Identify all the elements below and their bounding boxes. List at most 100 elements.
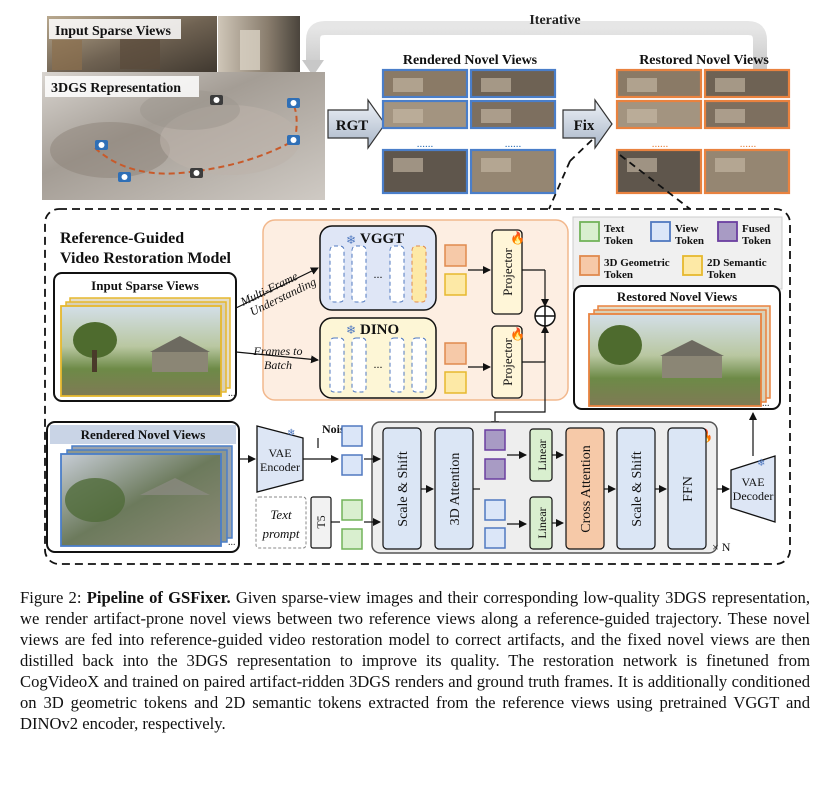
legend-swatch [579,221,600,242]
top-rendered-dots-left: ...... [417,138,434,150]
panel-restored-novel-views-label: Restored Novel Views [617,289,737,304]
legend-swatch [682,255,703,276]
vggt-encoder [319,225,437,311]
figure-caption: Figure 2: Pipeline of GSFixer. Given spa… [20,587,810,734]
iterative-loop-arrow [302,21,767,76]
restored-view-thumbnail-detail [715,109,745,123]
text-prompt-line1: Text [270,507,292,522]
legend-label: Token [707,269,736,281]
vae-encoder-snowflake-icon: ❄ [287,428,295,439]
rgt-arrow [327,98,386,150]
scale-shift-label-1: Scale & Shift [396,451,411,527]
cross-attention-label: Cross Attention [579,445,594,533]
dino-ellipsis: ... [374,357,383,371]
dino-label: DINO [360,322,399,338]
rgt-label: RGT [336,118,369,134]
linear-label-top: Linear [535,439,549,470]
restored-view-thumbnail-detail [715,78,745,92]
dino-projector-label: Projector [500,338,515,386]
dino-output-tokens [444,342,467,394]
model-title-line1: Reference-Guided [60,230,184,247]
caption-bold-title: Pipeline of GSFixer. [86,588,231,607]
restored-view-thumbnail-detail [627,109,657,123]
vae-decoder-label-line2: Decoder [733,489,774,503]
model-title-line2: Video Restoration Model [60,250,231,267]
legend-swatch [579,255,600,276]
text-prompt-box [255,496,307,549]
legend-label: 3D Geometric [604,257,670,269]
rendered-view-thumbnail-detail [393,109,423,123]
panel-input-sparse-views-label: Input Sparse Views [91,278,199,293]
restored-view-thumbnail-detail [627,78,657,92]
t5-label: T5 [314,515,328,528]
text-prompt-line2: prompt [261,526,299,541]
top-rendered-dots-right: ...... [505,138,522,150]
vae-decoder-snowflake-icon: ❄ [757,458,765,469]
restored-view-thumbnail-detail [627,158,657,172]
rendered-view-thumbnail-detail [393,78,423,92]
dino-projector-fire-icon: 🔥 [510,327,525,341]
vae-decoder-label-line1: VAE [741,475,764,489]
rendered-view-thumbnail-detail [393,158,423,172]
restored-novel-views-stack: ... [588,305,771,409]
vae-encoder-label-line2: Encoder [260,460,300,474]
input-sparse-views-label: Input Sparse Views [55,24,171,39]
ffn-block [667,427,707,550]
linear-label-bottom: Linear [535,507,549,538]
rendered-view-thumbnail [381,99,469,130]
legend-label: 2D Semantic [707,257,767,269]
svg-text:...: ... [228,388,236,399]
top-restored-dots-right: ...... [740,138,757,150]
vae-decoder [730,455,776,523]
fused-tokens [484,429,506,480]
dino-snowflake-icon: ❄ [346,323,356,337]
vggt-ellipsis: ... [374,267,383,281]
rendered-view-thumbnail [469,99,557,130]
legend-label: Token [742,235,771,247]
legend-label: Fused [742,223,770,235]
vggt-output-tokens [444,244,467,296]
camera-icons [95,95,300,182]
ffn-label: FFN [681,476,696,502]
vggt-projector [491,229,523,315]
representation-3dgs-label: 3DGS Representation [51,81,181,96]
svg-text:...: ... [228,537,236,548]
rendered-view-thumbnail-detail [481,109,511,123]
caption-body: Given sparse-view images and their corre… [20,588,811,733]
dino-encoder [319,317,437,399]
fix-arrow [562,98,613,150]
vae-encoder [256,425,304,493]
caption-figure-label: Figure 2: [20,588,87,607]
input-sparse-views-stack: ... [60,297,236,399]
encoded-view-tokens [341,425,363,476]
top-rendered-novel-views-label: Rendered Novel Views [403,53,538,68]
svg-text:...: ... [762,398,770,409]
vggt-label: VGGT [360,231,404,247]
vggt-snowflake-icon: ❄ [346,233,356,247]
legend-label: Text [604,223,625,235]
rendered-view-thumbnail-detail [481,78,511,92]
scale-shift-label-2: Scale & Shift [630,451,645,527]
legend-swatch [717,221,738,242]
attention-3d-label: 3D Attention [448,453,463,526]
panel-rendered-novel-views-label: Rendered Novel Views [81,427,206,442]
vggt-projector-fire-icon: 🔥 [510,231,525,245]
legend-label: Token [675,235,704,247]
model-dashed-box [44,208,791,565]
top-restored-novel-views-label: Restored Novel Views [639,53,769,68]
pipeline-figure: Iterative Input Sparse Views 3DGS Repres… [42,13,791,565]
vggt-projector-label: Projector [500,248,515,296]
rendered-novel-views-stack: ... [60,445,236,548]
text-tokens [341,499,363,550]
legend-label: Token [604,235,633,247]
times-n-label: × N [712,540,731,554]
add-junction-icon [534,305,556,327]
vae-encoder-label-line1: VAE [268,446,291,460]
frames-to-batch-line1: Frames to [253,344,303,358]
legend-label: View [675,223,698,235]
attention-view-tokens [484,499,506,549]
legend-swatch [650,221,671,242]
iterative-label: Iterative [529,13,580,28]
rendered-view-thumbnail-detail [481,158,511,172]
